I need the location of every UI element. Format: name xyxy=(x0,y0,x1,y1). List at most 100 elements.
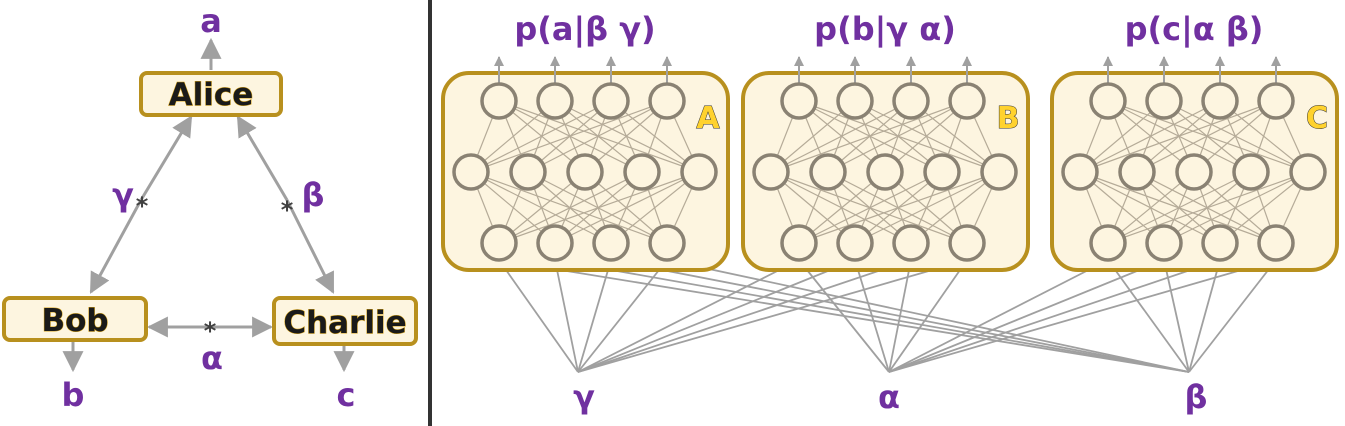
network-edge xyxy=(798,171,1000,244)
neuron xyxy=(752,153,790,191)
neuron xyxy=(980,153,1018,191)
neuron xyxy=(1145,224,1183,262)
charlie-label: Charlie xyxy=(283,305,406,341)
source-edge-alpha-to-c xyxy=(888,258,1165,373)
network-edge xyxy=(798,171,943,244)
network-edge xyxy=(527,100,668,173)
network-edge xyxy=(1079,100,1221,173)
network-edge xyxy=(1219,171,1309,244)
source-edge-beta-to-c xyxy=(1107,259,1190,373)
source-edge-beta-to-c xyxy=(1188,259,1223,373)
bob-label: Bob xyxy=(41,303,108,339)
neuron xyxy=(566,153,604,191)
network-letter-a: A xyxy=(696,101,720,136)
source-edge-alpha-to-c xyxy=(888,257,1277,373)
neuron xyxy=(923,153,961,191)
neuron xyxy=(452,153,490,191)
neuron xyxy=(480,82,518,120)
source-alpha-label: α xyxy=(201,339,223,377)
source-edges xyxy=(498,256,1277,373)
neuron xyxy=(1257,224,1295,262)
triangle-network: Alice Bob Charlie a b c γ β α * * * xyxy=(2,2,418,414)
network-edge xyxy=(470,100,612,173)
source-edge-beta-to-a xyxy=(610,257,1190,373)
source-edge-gamma-to-b xyxy=(577,259,800,373)
network-edge xyxy=(827,100,968,173)
source-beta-star: * xyxy=(281,196,294,224)
neuron xyxy=(648,82,686,120)
network-title-b: p(b|γ α) xyxy=(814,10,956,49)
output-a-label: a xyxy=(200,2,222,40)
network-a: Ap(a|β γ) xyxy=(441,10,730,272)
network-title-c: p(c|α β) xyxy=(1125,10,1264,49)
network-edge xyxy=(910,171,1000,244)
network-b: Bp(b|γ α) xyxy=(741,10,1030,272)
bottom-source-beta: β xyxy=(1185,378,1208,416)
source-edge-gamma-to-a xyxy=(577,259,668,373)
output-c-label: c xyxy=(337,376,356,414)
neuron xyxy=(1089,82,1127,120)
neuron xyxy=(1061,153,1099,191)
neuron xyxy=(1145,82,1183,120)
arrow-gamma-to-alice xyxy=(139,115,193,201)
neuron xyxy=(480,224,518,262)
network-letter-c: C xyxy=(1306,101,1328,136)
neuron xyxy=(836,82,874,120)
neuron xyxy=(1201,82,1239,120)
network-edge xyxy=(498,171,643,244)
bottom-source-gamma: γ xyxy=(573,378,595,416)
neural-networks: Ap(a|β γ)Bp(b|γ α)Cp(c|α β) xyxy=(441,10,1339,272)
source-edge-alpha-to-c xyxy=(888,259,1109,373)
neuron xyxy=(1232,153,1270,191)
network-edge xyxy=(610,171,700,244)
source-edge-beta-to-c xyxy=(1161,259,1190,373)
network-edge xyxy=(1136,100,1277,173)
neuron xyxy=(509,153,547,191)
source-alpha-star: * xyxy=(204,317,217,345)
neuron xyxy=(592,224,630,262)
network-edge xyxy=(1079,100,1277,173)
output-b-label: b xyxy=(62,376,85,414)
neuron xyxy=(1089,224,1127,262)
neuron xyxy=(780,82,818,120)
charlie-box xyxy=(272,296,418,346)
neuron xyxy=(680,153,718,191)
source-edge-beta-to-a xyxy=(498,256,1190,373)
neuron xyxy=(892,224,930,262)
neuron xyxy=(536,82,574,120)
network-edge xyxy=(470,100,668,173)
source-edge-beta-to-a xyxy=(554,256,1190,373)
source-gamma-label: γ xyxy=(112,176,134,214)
source-edge-gamma-to-a xyxy=(577,259,614,373)
network-edge xyxy=(1107,171,1252,244)
network-c: Cp(c|α β) xyxy=(1050,10,1339,272)
network-edge xyxy=(854,171,1000,244)
neuron xyxy=(1289,153,1327,191)
network-edge xyxy=(1107,171,1309,244)
network-title-a: p(a|β γ) xyxy=(514,10,655,49)
neuron xyxy=(536,224,574,262)
network-edge xyxy=(1163,171,1309,244)
neuron xyxy=(648,224,686,262)
source-edge-gamma-to-a xyxy=(552,259,579,373)
network-letter-b: B xyxy=(997,101,1020,136)
source-edge-alpha-to-c xyxy=(888,258,1221,373)
neuron xyxy=(948,224,986,262)
neuron xyxy=(592,82,630,120)
source-edge-gamma-to-b xyxy=(577,258,912,373)
neuron xyxy=(948,82,986,120)
source-edge-beta-to-a xyxy=(666,257,1190,373)
source-edge-beta-to-c xyxy=(1188,259,1277,373)
neuron xyxy=(836,224,874,262)
arrow-beta-to-alice xyxy=(236,115,289,201)
bottom-source-alpha: α xyxy=(878,378,900,416)
neuron xyxy=(809,153,847,191)
source-edge-gamma-to-b xyxy=(577,258,856,373)
network-edge xyxy=(770,100,968,173)
alice-box xyxy=(139,71,283,117)
neuron xyxy=(866,153,904,191)
network-edge xyxy=(498,171,700,244)
arrow-gamma-to-bob xyxy=(89,199,143,294)
neuron xyxy=(1257,82,1295,120)
